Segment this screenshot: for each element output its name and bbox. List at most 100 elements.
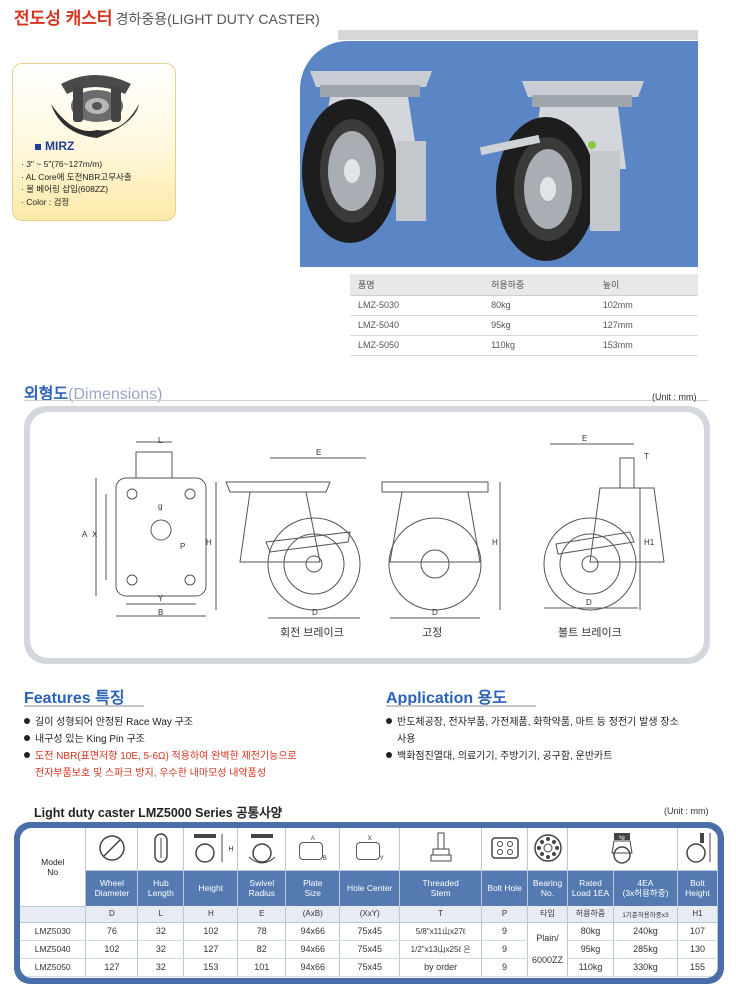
cell: 240kg bbox=[613, 922, 678, 941]
cell: 330kg bbox=[613, 958, 678, 977]
cell: 110kg bbox=[567, 958, 614, 977]
cell: 153mm bbox=[594, 335, 698, 356]
application-title: Application 용도 bbox=[386, 690, 507, 707]
cell: 101 bbox=[237, 958, 287, 977]
dimensions-drawing-area: L A X g P Y B E H D H D E T H1 D 회전 브레이크… bbox=[30, 412, 704, 658]
plate-size-icon: A B bbox=[285, 828, 341, 871]
table-row: LMZ5030 76 32 102 78 94x66 75x45 5/8"x11… bbox=[20, 922, 718, 977]
cell: 94x66 bbox=[285, 958, 341, 977]
product-spec: · 3" ~ 5"(76~127m/m) bbox=[21, 159, 103, 169]
dim-label-l: L bbox=[158, 436, 163, 445]
application-item: 백화점진열대, 의료기기, 주방기기, 공구함, 운반카트 bbox=[386, 748, 716, 765]
bolt-hole-icon bbox=[481, 828, 529, 871]
wheel-diameter-icon bbox=[85, 828, 139, 871]
dim-label-x: X bbox=[92, 530, 98, 539]
cell: 5/8"x11山x27ℓ bbox=[399, 922, 483, 941]
spec-symbol: D bbox=[85, 906, 139, 923]
product-spec: · Color : 검정 bbox=[21, 196, 70, 207]
spec-symbol: H bbox=[183, 906, 239, 923]
spec-symbol: (AxB) bbox=[285, 906, 341, 923]
spec-header: Hole Center bbox=[339, 870, 401, 906]
product-card: MIRZ · 3" ~ 5"(76~127m/m) · AL Core에 도전N… bbox=[12, 63, 176, 221]
divider bbox=[24, 705, 144, 707]
spec-symbol: 1기준허용하중x3 bbox=[613, 906, 678, 923]
cell: 9 bbox=[481, 922, 529, 941]
dim-label-t: T bbox=[644, 452, 649, 461]
spec-header: Swivel Radius bbox=[237, 870, 287, 906]
spec-header: Bolt Hole bbox=[481, 870, 529, 906]
cell: LMZ5030 bbox=[20, 922, 87, 941]
title-main: 전도성 캐스터 bbox=[14, 9, 113, 28]
cell: 80kg bbox=[483, 295, 595, 316]
cell: 78 bbox=[237, 922, 287, 941]
dim-label-y: Y bbox=[158, 594, 164, 603]
cell: 75x45 bbox=[339, 940, 401, 959]
spec-header: Hub Length bbox=[137, 870, 185, 906]
caster-wheel-image bbox=[51, 75, 139, 138]
spec-symbol-row: D L H E (AxB) (XxY) T P 타입 허용하중 1기준허용하중x… bbox=[20, 906, 718, 923]
dim-label-d: D bbox=[312, 608, 318, 617]
cell: 102mm bbox=[594, 295, 698, 316]
dim-label-e: E bbox=[316, 448, 322, 457]
dim-label-e: E bbox=[582, 434, 588, 443]
cell: 127 bbox=[183, 940, 239, 959]
spec-header: Height bbox=[183, 870, 239, 906]
dim-label-h1: H1 bbox=[644, 538, 655, 547]
dim-label-h: H bbox=[492, 538, 498, 547]
cell: 285kg bbox=[613, 940, 678, 959]
table-row: LMZ-5050 110kg 153mm bbox=[350, 335, 698, 356]
dimensions-unit: (Unit : mm) bbox=[652, 392, 697, 402]
model-table-header: 허용하중 bbox=[483, 274, 595, 296]
product-spec-list: · 3" ~ 5"(76~127m/m) · AL Core에 도전NBR고무사… bbox=[21, 158, 132, 208]
bearing-icon bbox=[527, 828, 569, 871]
title-sub: 경하중용(LIGHT DUTY CASTER) bbox=[115, 11, 320, 27]
feature-item: 내구성 있는 King Pin 구조 bbox=[24, 731, 364, 748]
swivel-radius-icon bbox=[237, 828, 287, 871]
hole-center-icon: X Y bbox=[339, 828, 401, 871]
dim-label-h: H bbox=[206, 538, 212, 547]
threaded-stem-icon bbox=[399, 828, 483, 871]
product-spec: · AL Core에 도전NBR고무사출 bbox=[21, 171, 132, 182]
cell: 94x66 bbox=[285, 922, 341, 941]
features-list: 길이 성형되어 안정된 Race Way 구조 내구성 있는 King Pin … bbox=[24, 714, 364, 782]
table-row: LMZ5050 127 32 153 101 94x66 75x45 by or… bbox=[20, 958, 718, 977]
spec-symbol: L bbox=[137, 906, 185, 923]
dim-label-d: D bbox=[432, 608, 438, 617]
table-row: LMZ-5030 80kg 102mm bbox=[350, 295, 698, 316]
cell: 110kg bbox=[483, 335, 595, 356]
spec-symbol: 허용하중 bbox=[567, 906, 614, 923]
product-spec: · 볼 베어링 삽입(608ZZ) bbox=[21, 184, 109, 194]
caption-swivel-brake: 회전 브레이크 bbox=[280, 627, 344, 639]
dimension-drawings bbox=[95, 441, 665, 619]
feature-item-cont: 전자부품보호 및 스파크 방지, 우수한 내마모성 내약품성 bbox=[35, 768, 267, 779]
cell: 76 bbox=[85, 922, 139, 941]
cell: LMZ-5040 bbox=[350, 315, 484, 336]
spec-header: Rated Load 1EA bbox=[567, 870, 614, 906]
spec-unit: (Unit : mm) bbox=[664, 806, 709, 816]
spec-table: Model No H A B X Y bbox=[20, 828, 718, 977]
spec-header: Plate Size bbox=[285, 870, 341, 906]
application-item-cont: 사용 bbox=[397, 734, 416, 745]
cell: 127mm bbox=[594, 315, 698, 336]
dim-label-p: P bbox=[180, 542, 186, 551]
application-list: 반도체공장, 전자부품, 가전제품, 화학약품, 마트 등 정전기 발생 장소 … bbox=[386, 714, 716, 765]
dim-label-d: D bbox=[586, 598, 592, 607]
spec-header: 4EA (3x허용하중) bbox=[613, 870, 678, 906]
spec-symbol: E bbox=[237, 906, 287, 923]
feature-item: 길이 성형되어 안정된 Race Way 구조 bbox=[24, 714, 364, 731]
feature-item: 도전 NBR(표면저항 10E, 5-6Ω) 적용하여 완벽한 제전기능으로 bbox=[24, 748, 364, 765]
cell: 130 bbox=[677, 940, 718, 959]
cell: 32 bbox=[137, 940, 185, 959]
dimensions-title: 외형도(Dimensions) bbox=[24, 386, 163, 403]
spec-title: Light duty caster LMZ5000 Series 공통사양 bbox=[34, 806, 283, 820]
spec-symbol: P bbox=[481, 906, 529, 923]
cell: 9 bbox=[481, 958, 529, 977]
cell: 95kg bbox=[567, 940, 614, 959]
table-row: LMZ5040 102 32 127 82 94x66 75x45 1/2"x1… bbox=[20, 940, 718, 959]
cell: 32 bbox=[137, 922, 185, 941]
cell: 82 bbox=[237, 940, 287, 959]
model-no-header: Model No bbox=[20, 828, 87, 907]
dim-label-g: g bbox=[158, 502, 163, 511]
model-table: 품명 허용하중 높이 LMZ-5030 80kg 102mm LMZ-5040 … bbox=[350, 274, 698, 356]
